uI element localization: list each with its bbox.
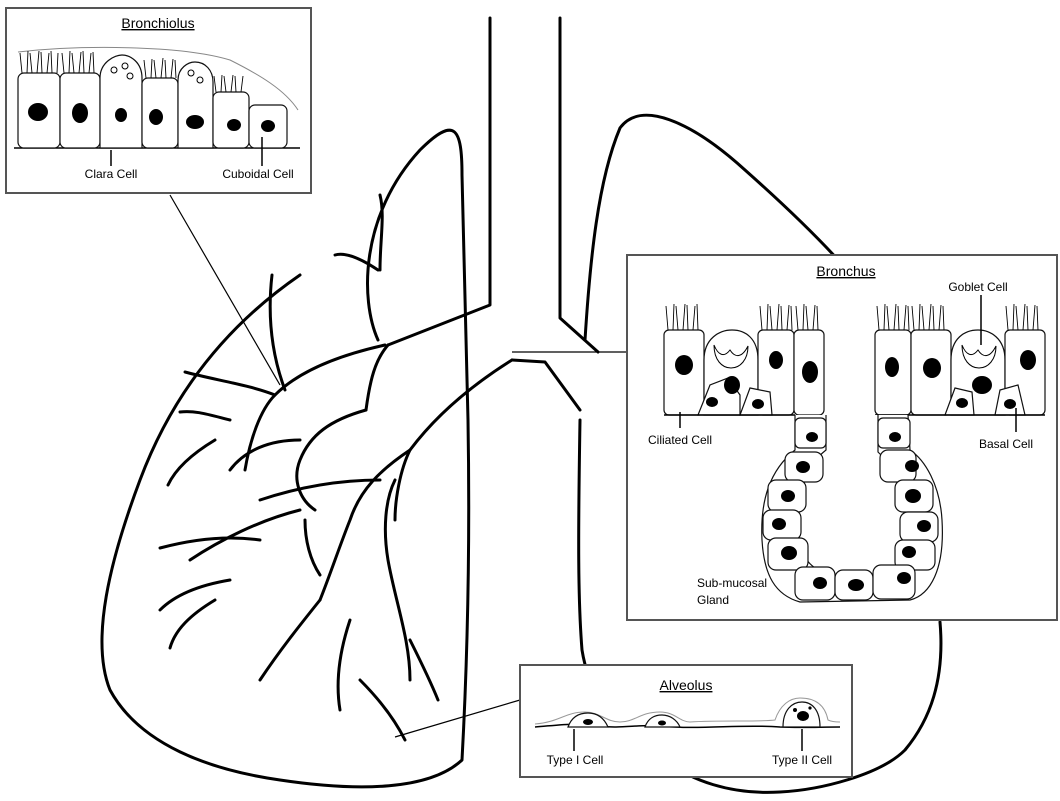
nucleus <box>149 109 163 125</box>
nucleus <box>1004 399 1016 409</box>
bronchiolus-title: Bronchiolus <box>121 15 194 31</box>
nucleus <box>796 461 810 473</box>
trachea-right-wall <box>560 18 598 352</box>
alveolus-panel: Alveolus Type I Cell Type II Cell <box>520 665 852 777</box>
bronchial-branch-18 <box>338 620 350 710</box>
type-1-cell-label: Type I Cell <box>547 753 604 767</box>
bronchial-branch-21 <box>305 520 320 575</box>
nucleus <box>902 546 916 558</box>
bronchial-branch-7 <box>230 440 300 470</box>
bronchial-branch-4 <box>380 195 382 270</box>
left-main-bronchus <box>512 360 580 410</box>
nucleus <box>583 719 593 725</box>
alveolus-title: Alveolus <box>660 677 713 693</box>
nucleus <box>658 721 666 726</box>
bronchial-branch-10 <box>320 450 410 600</box>
submucosal-gland-label-line2: Gland <box>697 593 729 607</box>
bronchial-branch-2 <box>185 372 275 395</box>
nucleus <box>848 579 864 591</box>
nucleus <box>889 432 901 442</box>
bronchus-title: Bronchus <box>816 263 875 279</box>
nucleus <box>227 119 241 131</box>
nucleus <box>115 108 127 122</box>
bronchial-branch-20 <box>410 640 438 700</box>
nucleus <box>802 361 818 383</box>
nucleus <box>752 399 764 409</box>
connector-alveolus <box>395 700 520 737</box>
nucleus <box>917 520 931 532</box>
connector-bronchiolus <box>170 195 280 385</box>
nucleus <box>781 546 797 560</box>
basal-cell-label: Basal Cell <box>979 437 1033 451</box>
nucleus <box>956 398 968 408</box>
nucleus <box>1020 350 1036 370</box>
bronchial-branch-11 <box>385 480 410 680</box>
bronchial-branch-1 <box>245 345 385 470</box>
clara-cell-label: Clara Cell <box>85 167 138 181</box>
nucleus <box>72 103 88 123</box>
trachea-left-wall <box>388 18 490 345</box>
nucleus <box>923 358 941 378</box>
bronchial-branch-13 <box>190 510 300 560</box>
bronchial-branch-16 <box>170 600 215 648</box>
right-lung-outline <box>102 130 469 787</box>
nucleus <box>675 355 693 375</box>
nucleus <box>769 351 783 369</box>
nucleus <box>813 577 827 589</box>
bronchial-branch-5 <box>335 254 378 270</box>
nucleus <box>186 115 204 129</box>
nucleus <box>905 489 921 503</box>
bronchus-lower-wall <box>395 360 512 520</box>
bronchial-branch-8 <box>180 412 230 420</box>
nucleus <box>885 357 899 377</box>
nucleus <box>28 103 48 121</box>
type-2-cell-label: Type II Cell <box>772 753 832 767</box>
bronchial-branch-15 <box>160 580 230 610</box>
clara-cell <box>100 55 142 148</box>
bronchiolus-panel: Bronchiolus <box>6 8 311 193</box>
lamellar-body <box>793 708 797 712</box>
nucleus <box>972 376 992 394</box>
nucleus <box>905 460 919 472</box>
goblet-cell-label: Goblet Cell <box>948 280 1007 294</box>
clara-cell <box>178 62 213 148</box>
bronchial-branch-17 <box>260 600 320 680</box>
nucleus <box>261 120 275 132</box>
nucleus <box>806 432 818 442</box>
bronchial-branch-9 <box>168 440 215 485</box>
nucleus <box>706 397 718 407</box>
right-main-bronchus <box>366 345 388 410</box>
nucleus <box>772 518 786 530</box>
nucleus <box>897 572 911 584</box>
nucleus <box>724 376 740 394</box>
nucleus <box>797 711 809 721</box>
bronchial-branch-6 <box>297 410 366 510</box>
nucleus <box>781 490 795 502</box>
cuboidal-cell-label: Cuboidal Cell <box>222 167 293 181</box>
bronchus-panel: Bronchus <box>627 255 1057 620</box>
bronchial-branch-19 <box>360 680 405 740</box>
submucosal-gland-label-line1: Sub-mucosal <box>697 576 767 590</box>
ciliated-cell-label: Ciliated Cell <box>648 433 712 447</box>
lamellar-body <box>808 706 811 709</box>
